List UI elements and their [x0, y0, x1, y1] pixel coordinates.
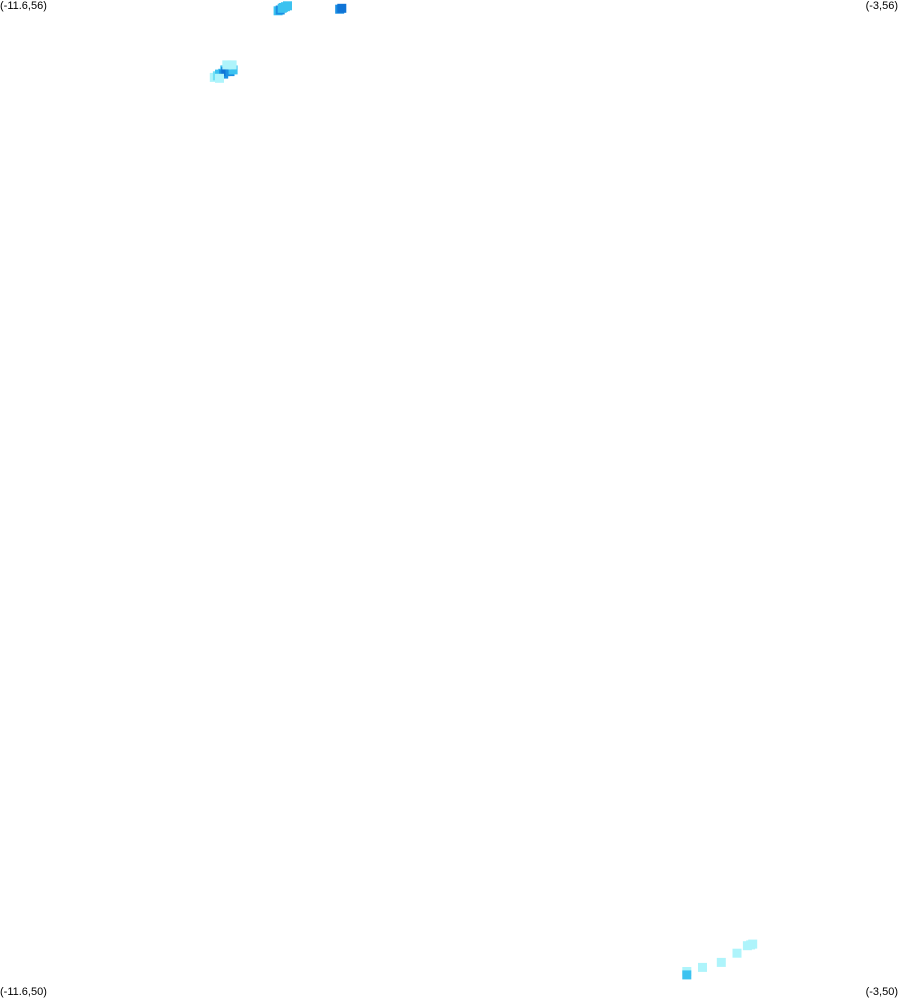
density-cell: [337, 3, 347, 13]
density-cell: [228, 65, 238, 75]
density-cell: [222, 60, 232, 70]
corner-label-top-right: (-3,56): [865, 0, 898, 12]
density-cell: [748, 939, 758, 949]
density-cell: [227, 60, 237, 70]
corner-label-bottom-right: (-3,50): [865, 986, 898, 998]
density-cell: [732, 948, 742, 958]
corner-label-bottom-left: (-11.6,50): [0, 986, 47, 998]
corner-label-top-left: (-11.6,56): [0, 0, 47, 12]
density-cell: [716, 957, 726, 967]
density-cell: [215, 73, 224, 83]
density-cell: [698, 962, 707, 972]
density-cell: [283, 1, 292, 11]
density-cell: [682, 970, 692, 980]
